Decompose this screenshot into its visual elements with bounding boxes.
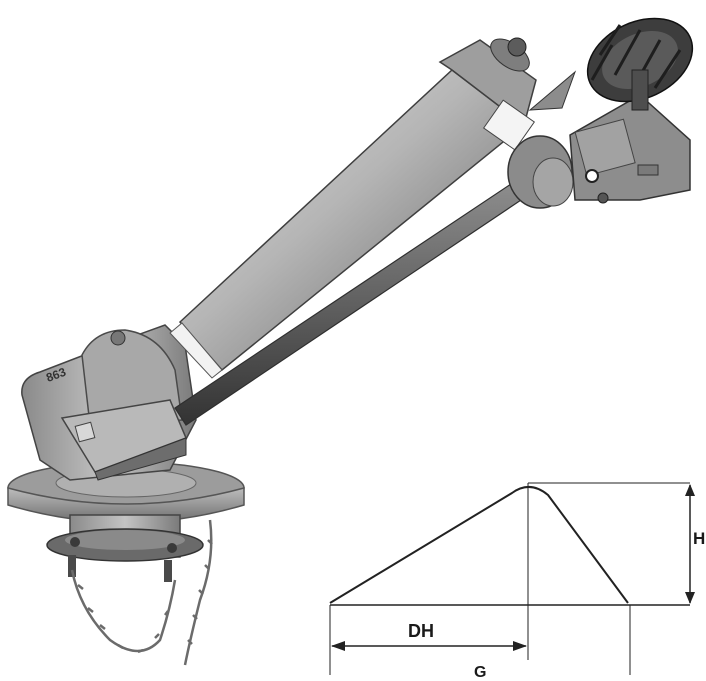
label-total-range: G — [474, 664, 487, 681]
dh-arrow-left — [331, 641, 345, 651]
nozzle-cone — [482, 70, 577, 151]
safety-chain — [70, 519, 213, 666]
trajectory-curve — [329, 486, 629, 604]
body-marking: 863 — [44, 365, 68, 385]
height-arrow-bottom — [685, 592, 695, 604]
lower-coupling — [46, 514, 204, 582]
sector-block — [60, 399, 187, 481]
turbine-wheel — [586, 17, 694, 111]
height-arrow-top — [685, 484, 695, 496]
label-distance-to-peak: DH — [408, 621, 434, 641]
label-height: H — [693, 529, 706, 548]
dh-arrow-right — [513, 641, 527, 651]
rod-clamp — [507, 135, 574, 209]
